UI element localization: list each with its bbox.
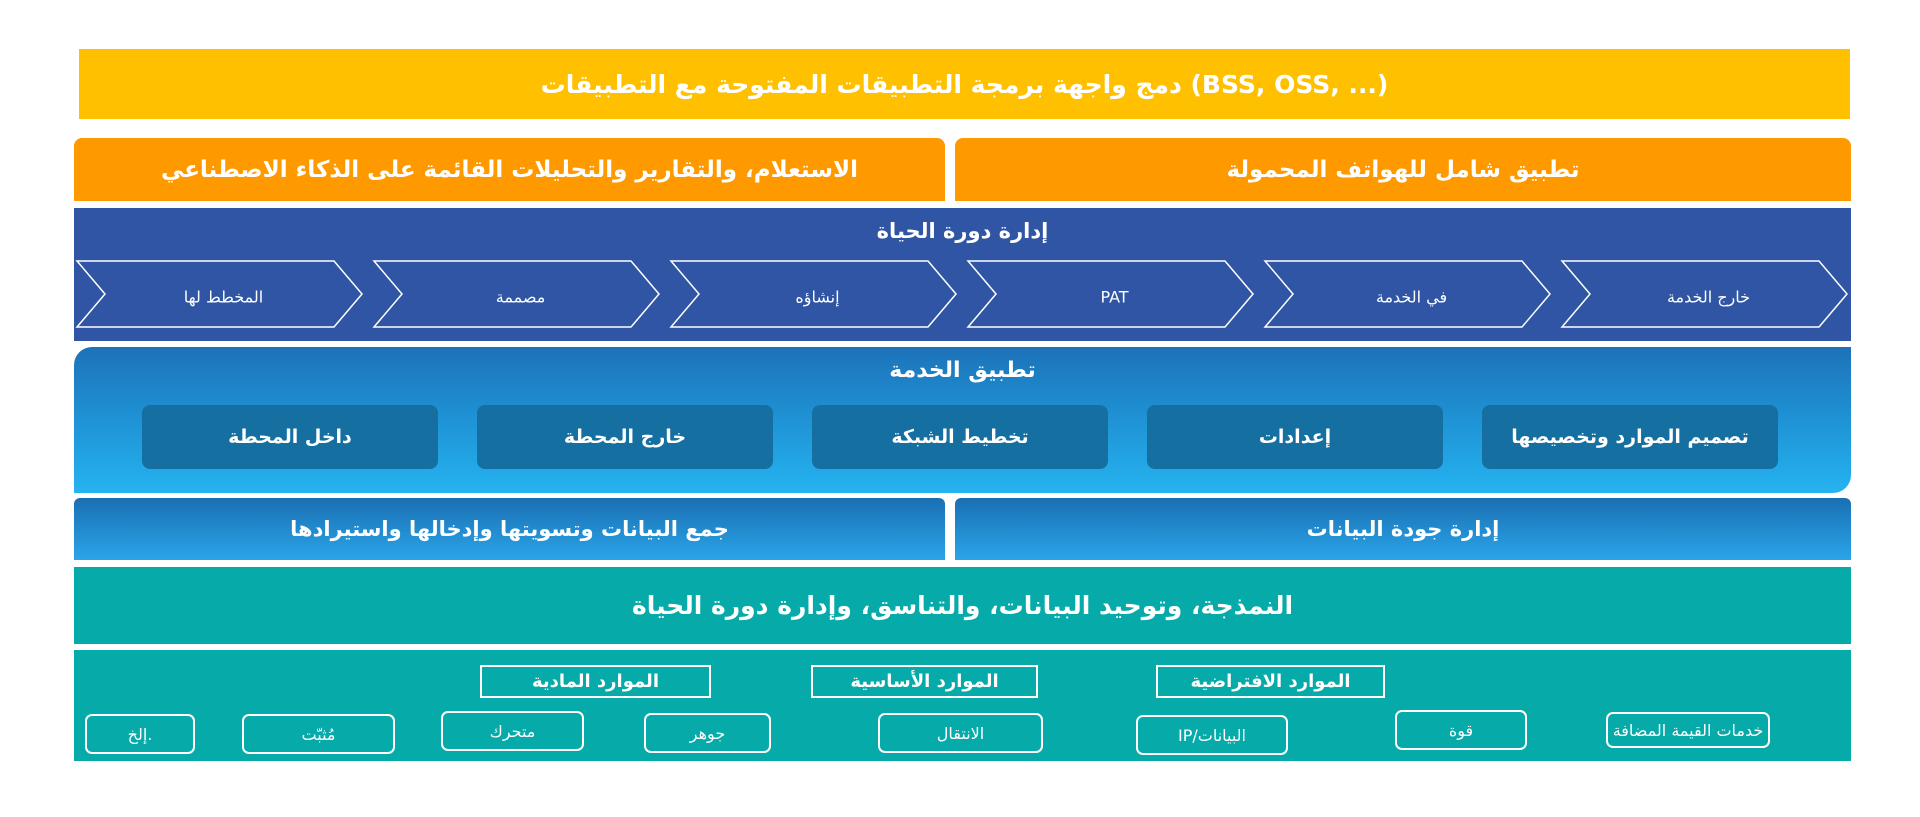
value-added-services-item: خدمات القيمة المضافة bbox=[1606, 712, 1770, 748]
lifecycle-chevron bbox=[1263, 260, 1551, 328]
ip-data-item: IP/البيانات bbox=[1136, 715, 1288, 755]
transmission-item: الانتقال bbox=[878, 713, 1043, 753]
configuration-box: إعدادات bbox=[1147, 405, 1443, 469]
lifecycle-chevron bbox=[372, 260, 660, 328]
data-quality-block: إدارة جودة البيانات bbox=[955, 498, 1851, 560]
virtual-resources-label: الموارد الافتراضية bbox=[1156, 665, 1385, 698]
mobile-item: متحرك bbox=[441, 711, 584, 751]
resources-panel: الموارد الافتراضية الموارد الأساسية المو… bbox=[74, 650, 1851, 761]
lifecycle-stages-chevrons: خارج الخدمة في الخدمة PAT إنشاؤه مصممة المخطط… bbox=[75, 260, 1848, 328]
lifecycle-chevron bbox=[966, 260, 1254, 328]
lifecycle-title: إدارة دورة الحياة bbox=[876, 219, 1049, 243]
lifecycle-chevron bbox=[669, 260, 957, 328]
service-application-title: تطبيق الخدمة bbox=[889, 357, 1036, 383]
inside-plant-box: داخل المحطة bbox=[142, 405, 438, 469]
fixed-item: مُثبّت bbox=[242, 714, 395, 754]
lifecycle-stage-label: مصممة bbox=[496, 288, 546, 307]
lifecycle-stage-label: في الخدمة bbox=[1376, 288, 1447, 308]
mobile-app-block: تطبيق شامل للهواتف المحمولة bbox=[955, 138, 1851, 201]
lifecycle-stage-label: خارج الخدمة bbox=[1667, 288, 1750, 308]
data-collection-block: جمع البيانات وتسويتها وإدخالها واستيراده… bbox=[74, 498, 945, 560]
service-application-panel: تطبيق الخدمة تصميم الموارد وتخصيصها إعدا… bbox=[74, 347, 1851, 493]
etc-item: إلخ. bbox=[85, 714, 195, 754]
lifecycle-management-panel: إدارة دورة الحياة خارج الخدمة في الخدمة PA… bbox=[74, 208, 1851, 341]
network-planning-box: تخطيط الشبكة bbox=[812, 405, 1108, 469]
physical-resources-label: الموارد المادية bbox=[480, 665, 711, 698]
resource-design-box: تصميم الموارد وتخصيصها bbox=[1482, 405, 1778, 469]
open-api-integration-banner: دمج واجهة برمجة التطبيقات المفتوحة مع ال… bbox=[79, 49, 1850, 119]
modeling-block: النمذجة، وتوحيد البيانات، والتناسق، وإدا… bbox=[74, 567, 1851, 644]
power-item: قوة bbox=[1395, 710, 1527, 750]
lifecycle-stage-label: إنشاؤه bbox=[795, 288, 839, 308]
lifecycle-chevron bbox=[75, 260, 363, 328]
lifecycle-stage-label: PAT bbox=[1100, 288, 1128, 307]
core-item: جوهر bbox=[644, 713, 771, 753]
ai-analytics-block: الاستعلام، والتقارير والتحليلات القائمة … bbox=[74, 138, 945, 201]
lifecycle-stage-label: المخطط لها bbox=[184, 288, 263, 308]
outside-plant-box: خارج المحطة bbox=[477, 405, 773, 469]
lifecycle-chevron bbox=[1560, 260, 1848, 328]
logical-resources-label: الموارد الأساسية bbox=[811, 665, 1038, 698]
